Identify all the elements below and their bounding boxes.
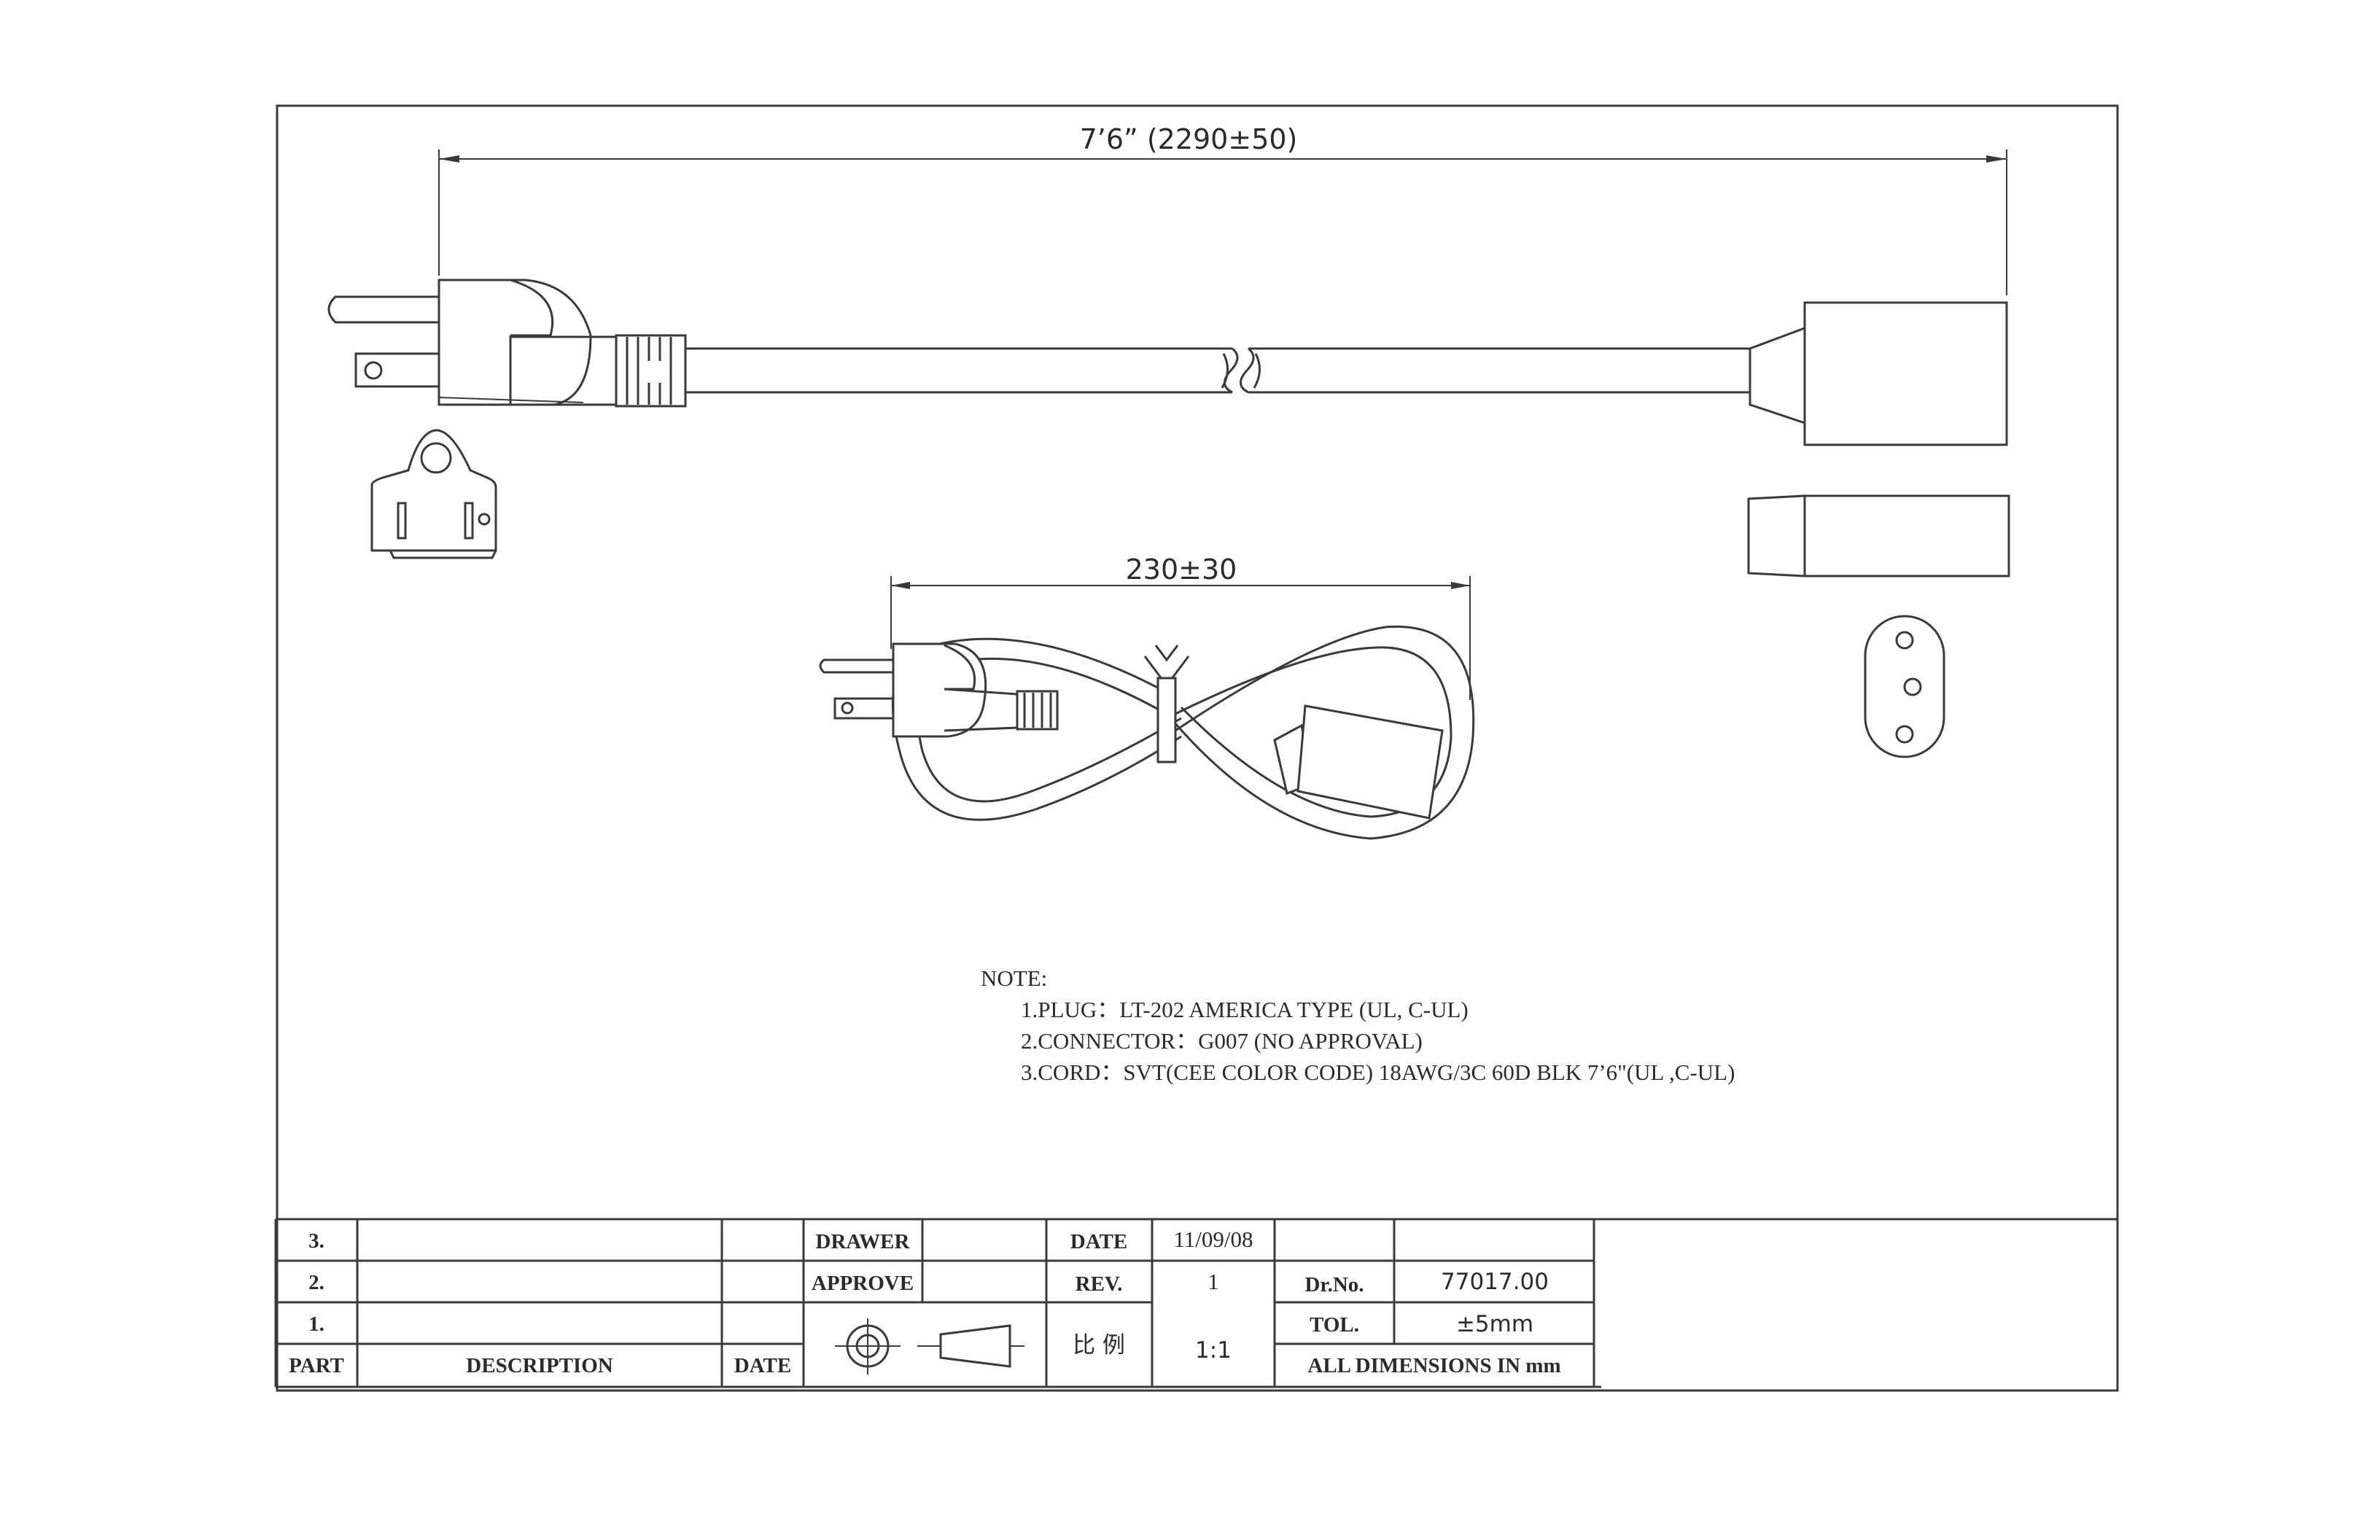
rev-row-3: 3. (308, 1229, 324, 1253)
coiled-cord (820, 626, 1474, 839)
cord (685, 349, 1750, 392)
title-block: 3. 2. 1. PART DESCRIPTION DATE DRAWER AP… (276, 1219, 2118, 1387)
rev-row-1: 1. (308, 1312, 324, 1336)
part-header: PART (289, 1354, 344, 1377)
plug-side-view (329, 280, 685, 406)
date-value: 11/09/08 (1173, 1226, 1253, 1252)
plug-face-view (372, 430, 496, 558)
drawing-no-value: 77017.00 (1441, 1269, 1549, 1295)
rev-value: 1 (1208, 1269, 1219, 1294)
rev-label: REV. (1076, 1272, 1123, 1296)
overall-length-label: 7’6” (2290±50) (1080, 123, 1298, 155)
tolerance-label: TOL. (1310, 1313, 1359, 1337)
connector-side-view (1750, 303, 2007, 445)
approve-label: APPROVE (812, 1272, 914, 1295)
notes-heading: NOTE: (981, 965, 1047, 991)
note-item-1: 1.PLUG：LT-202 AMERICA TYPE (UL, C-UL) (1021, 997, 1469, 1022)
tolerance-value: ±5mm (1456, 1311, 1533, 1337)
drawing-no-label: Dr.No. (1304, 1273, 1364, 1296)
description-header: DESCRIPTION (466, 1354, 612, 1377)
units-note: ALL DIMENSIONS IN mm (1307, 1354, 1560, 1377)
date-field-label: DATE (1070, 1230, 1127, 1253)
notes-block: NOTE: 1.PLUG：LT-202 AMERICA TYPE (UL, C-… (981, 965, 1735, 1085)
note-item-2: 2.CONNECTOR：G007 (NO APPROVAL) (1021, 1028, 1423, 1054)
date-header: DATE (734, 1354, 791, 1377)
overall-length-dimension: 7’6” (2290±50) (439, 117, 2007, 295)
coil-width-label: 230±30 (1126, 553, 1237, 586)
note-item-3: 3.CORD：SVT(CEE COLOR CODE) 18AWG/3C 60D … (1021, 1059, 1735, 1085)
scale-value: 1:1 (1195, 1337, 1232, 1364)
connector-top-view (1749, 496, 2009, 576)
connector-face-view (1865, 616, 1944, 757)
drawer-label: DRAWER (816, 1230, 911, 1253)
rev-row-2: 2. (308, 1271, 324, 1294)
projection-symbol-icon (835, 1318, 1024, 1374)
scale-label: 比 例 (1073, 1332, 1125, 1358)
